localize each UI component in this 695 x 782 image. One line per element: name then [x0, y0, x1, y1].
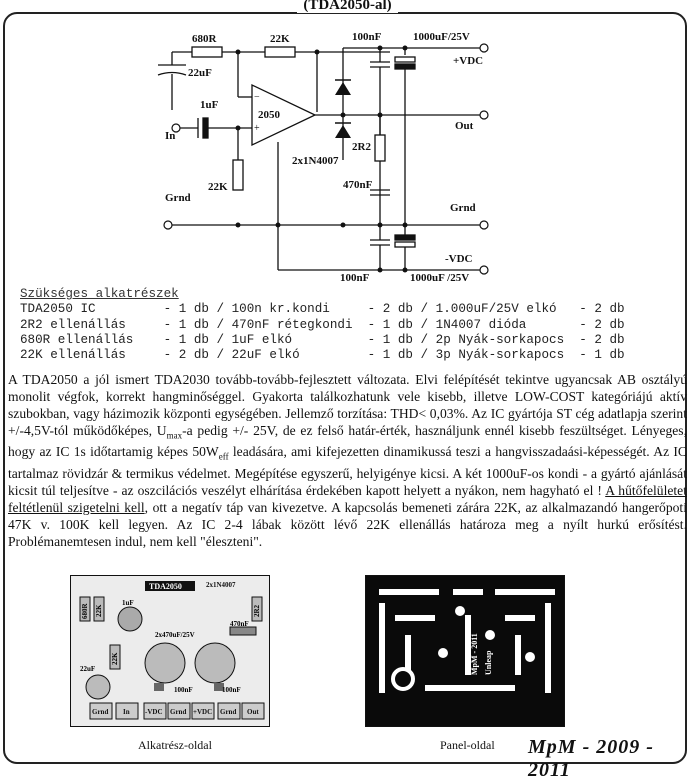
- layout-2r2-label: 2R2: [253, 604, 261, 617]
- label-470nf: 470nF: [343, 179, 373, 191]
- panel-text-1: MpM - 2011: [470, 633, 479, 675]
- label-100nf-top: 100nF: [352, 31, 382, 43]
- parts-row: 2R2 ellenállás - 1 db / 470nF rétegkondi…: [20, 317, 625, 332]
- signature: MpM - 2009 - 2011: [528, 736, 654, 781]
- layout-22k-b-label: 22K: [111, 652, 119, 665]
- layout-100nf-a-label: 100nF: [174, 686, 193, 694]
- parts-row: TDA2050 IC - 1 db / 100n kr.kondi - 2 db…: [20, 302, 625, 317]
- label-vdc-minus: -VDC: [445, 253, 473, 265]
- title-text: (TDA2050-al): [297, 0, 398, 13]
- panel-side-board: MpM - 2011 Unleap: [365, 575, 565, 727]
- layout-caps-label: 2x470uF/25V: [155, 631, 195, 639]
- desc-underlined: A hűtőfelületet feltétlenül szigetelni k…: [8, 482, 687, 515]
- label-1000uf-bottom: 1000uF /25V: [410, 272, 469, 284]
- parts-list: Szükséges alkatrészek TDA2050 IC - 1 db …: [20, 287, 680, 363]
- layout-22k-a-label: 22K: [95, 604, 103, 617]
- desc-part: A TDA2050 a jól ismert TDA2030 tovább-to…: [8, 372, 687, 438]
- layout-100nf-b-label: 100nF: [222, 686, 241, 694]
- terminal-label: Grnd: [220, 708, 236, 716]
- page-title: (TDA2050-al): [0, 0, 695, 14]
- label-in: In: [165, 130, 175, 142]
- label-1000uf-top: 1000uF/25V: [413, 31, 470, 43]
- page-frame: [3, 12, 687, 764]
- label-22k-top: 22K: [270, 33, 290, 45]
- diode-bottom: [335, 125, 351, 138]
- resistor-2r2: [374, 134, 386, 162]
- resistor-680r: [191, 46, 223, 58]
- caption-panel-side: Panel-oldal: [440, 738, 495, 752]
- label-grnd-left: Grnd: [165, 192, 191, 204]
- label-plus: +: [254, 123, 260, 134]
- caption-component-side: Alkatrész-oldal: [138, 738, 212, 752]
- resistor-22k-bottom: [232, 159, 244, 191]
- layout-1uf-label: 1uF: [122, 599, 134, 607]
- label-ic: 2050: [258, 109, 281, 121]
- description: A TDA2050 a jól ismert TDA2030 tovább-to…: [8, 372, 687, 551]
- desc-sub-umax: max: [166, 430, 183, 441]
- terminal-label: Grnd: [92, 708, 108, 716]
- schematic: 680R 22K 100nF 1000uF/25V +VDC 22uF 1uF …: [157, 31, 489, 284]
- layout-diodes-label: 2x1N4007: [206, 581, 236, 589]
- desc-part: -a pedig +/- 25V, de ez felső határ-érté…: [8, 422, 687, 460]
- layout-22uf-label: 22uF: [80, 665, 95, 673]
- desc-part: , ott a negatív táp van kivezetve. A kap…: [8, 499, 687, 549]
- terminal-label: -VDC: [145, 708, 163, 716]
- parts-row: 22K ellenállás - 2 db / 22uF elkó - 1 db…: [20, 348, 625, 363]
- label-680r: 680R: [192, 33, 218, 45]
- diode-top: [335, 82, 351, 95]
- parts-heading: Szükséges alkatrészek: [20, 287, 179, 301]
- label-grnd-right: Grnd: [450, 202, 476, 214]
- label-minus: −: [254, 92, 260, 103]
- desc-part: leadására, ami kifejezetten dinamikussá …: [8, 444, 687, 498]
- layout-ic-label: TDA2050: [149, 582, 182, 591]
- label-1uf: 1uF: [200, 99, 219, 111]
- terminal-label: +VDC: [193, 708, 212, 716]
- label-2r2: 2R2: [352, 141, 371, 153]
- terminal-label: Out: [247, 708, 259, 716]
- label-vdc-plus: +VDC: [453, 55, 483, 67]
- layout-470nf-label: 470nF: [230, 620, 249, 628]
- label-22uf: 22uF: [188, 67, 212, 79]
- component-side-board: TDA2050 2x1N4007 680R 22K 1uF 2R2 470nF …: [70, 575, 270, 727]
- panel-text-2: Unleap: [484, 650, 493, 675]
- parts-row: 680R ellenállás - 1 db / 1uF elkó - 1 db…: [20, 332, 625, 347]
- label-out: Out: [455, 120, 474, 132]
- label-22k-bottom: 22K: [208, 181, 228, 193]
- layout-680r-label: 680R: [81, 603, 89, 620]
- label-diodes: 2x1N4007: [292, 155, 339, 167]
- terminal-label: In: [123, 708, 130, 716]
- terminal-label: Grnd: [170, 708, 186, 716]
- label-100nf-bottom: 100nF: [340, 272, 370, 284]
- resistor-22k-top: [264, 46, 296, 58]
- desc-sub-weff: eff: [218, 452, 229, 463]
